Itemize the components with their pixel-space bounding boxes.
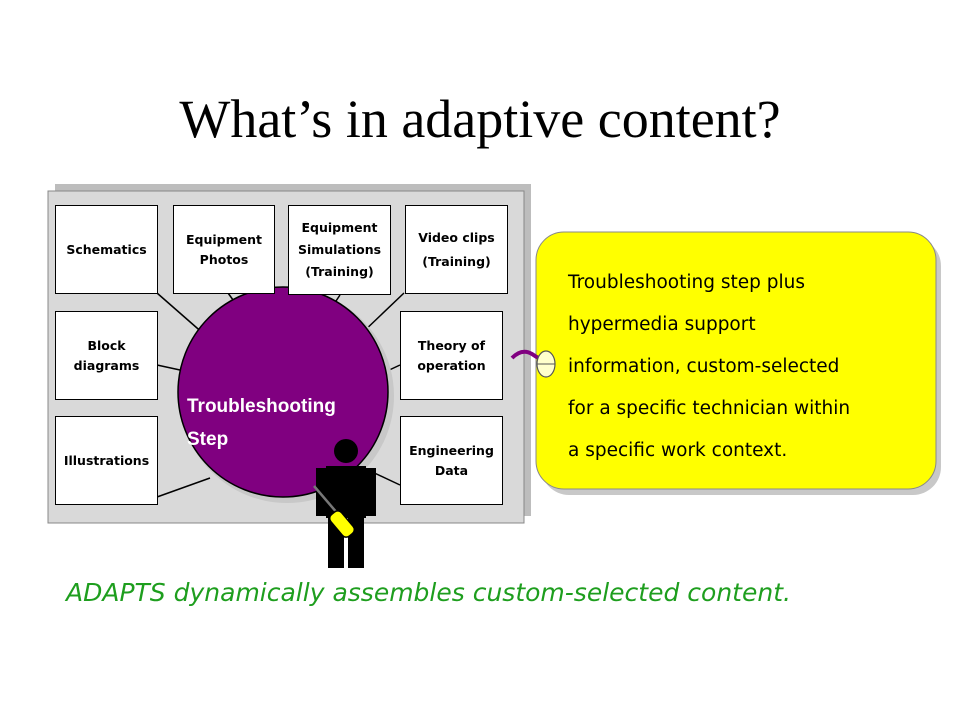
connector-schematics [156,292,206,336]
box-illustrations: Illustrations [55,416,158,505]
box-schematics: Schematics [55,205,158,294]
callout-text: Troubleshooting step plus hypermedia sup… [568,272,851,461]
troubleshooting-step-circle [177,286,389,498]
connector-illustrations [156,477,211,498]
box-engineering-data: Engineering Data [400,416,503,505]
screwdriver-icon [313,485,356,538]
box-video-clips: Video clips (Training) [405,205,508,294]
troubleshooting-step-label: Troubleshooting Step [187,396,336,451]
callout-box [535,231,937,490]
slide-title: What’s in adaptive content? [179,89,781,149]
caption: ADAPTS dynamically assembles custom-sele… [66,578,791,607]
mouse-icon [510,349,556,378]
box-equipment-photos: Equipment Photos [173,205,275,294]
box-equipment-simulations: Equipment Simulations (Training) [288,205,391,295]
box-theory-of-operation: Theory of operation [400,311,503,400]
connector-block [156,364,181,371]
box-block-diagrams: Block diagrams [55,311,158,400]
